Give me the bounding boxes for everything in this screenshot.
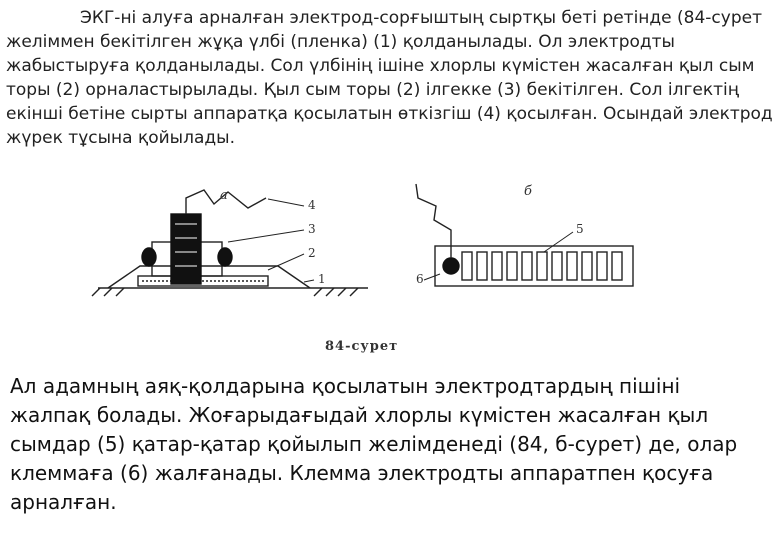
text-line: сымдар (5) қатар-қатар қойылып желімдене… xyxy=(10,432,738,456)
text-line: торы (2) орналастырылады. Қыл сым торы (… xyxy=(6,80,739,100)
text-line: жалпақ болады. Жоғарыдағыдай хлорлы күмі… xyxy=(10,403,709,427)
clamp-cap-right xyxy=(217,247,233,267)
text-line: ЭКГ-ні алуға арналған электрод-сорғыштың… xyxy=(80,8,762,28)
flat-electrode xyxy=(434,245,634,287)
part-number: 1 xyxy=(318,272,326,286)
intro-paragraph: ЭКГ-ні алуға арналған электрод-сорғыштың… xyxy=(6,6,773,150)
limb-electrode-paragraph: Ал адамның аяқ-қолдарына қосылатын элект… xyxy=(10,372,738,517)
hook xyxy=(170,213,202,285)
diagram-a xyxy=(91,189,368,297)
text-line: жабыстыруға қолданылады. Сол үлбінің іші… xyxy=(6,56,755,76)
text-line: арналған. xyxy=(10,490,117,514)
wire-strips xyxy=(461,251,623,281)
part-number: 5 xyxy=(576,222,584,236)
label-b: б xyxy=(524,184,532,199)
clamp-cap-left xyxy=(141,247,157,267)
terminal-clamp xyxy=(442,257,460,275)
text-line: Ал адамның аяқ-қолдарына қосылатын элект… xyxy=(10,374,681,398)
text-line: клеммаға (6) жалғанады. Клемма электродт… xyxy=(10,461,714,485)
diagram-b xyxy=(415,183,634,287)
conductor-wire xyxy=(185,189,267,214)
label-a: а xyxy=(220,188,228,203)
figure-caption: 84-сурет xyxy=(325,339,399,354)
figure-84: а б 4 3 2 1 5 6 84-сурет xyxy=(78,168,698,368)
text-line: екінші бетіне сырты аппаратқа қосылатын … xyxy=(6,104,773,124)
part-number: 3 xyxy=(308,222,316,236)
part-number: 4 xyxy=(308,198,316,212)
text-line: желіммен бекітілген жұқа үлбі (пленка) (… xyxy=(6,32,675,52)
film-outline xyxy=(107,265,311,289)
lead-wire xyxy=(415,183,452,258)
electrode-diagram xyxy=(91,183,634,297)
part-number: 2 xyxy=(308,246,316,260)
text-line: жүрек тұсына қойылады. xyxy=(6,128,235,148)
part-number: 6 xyxy=(416,272,424,286)
